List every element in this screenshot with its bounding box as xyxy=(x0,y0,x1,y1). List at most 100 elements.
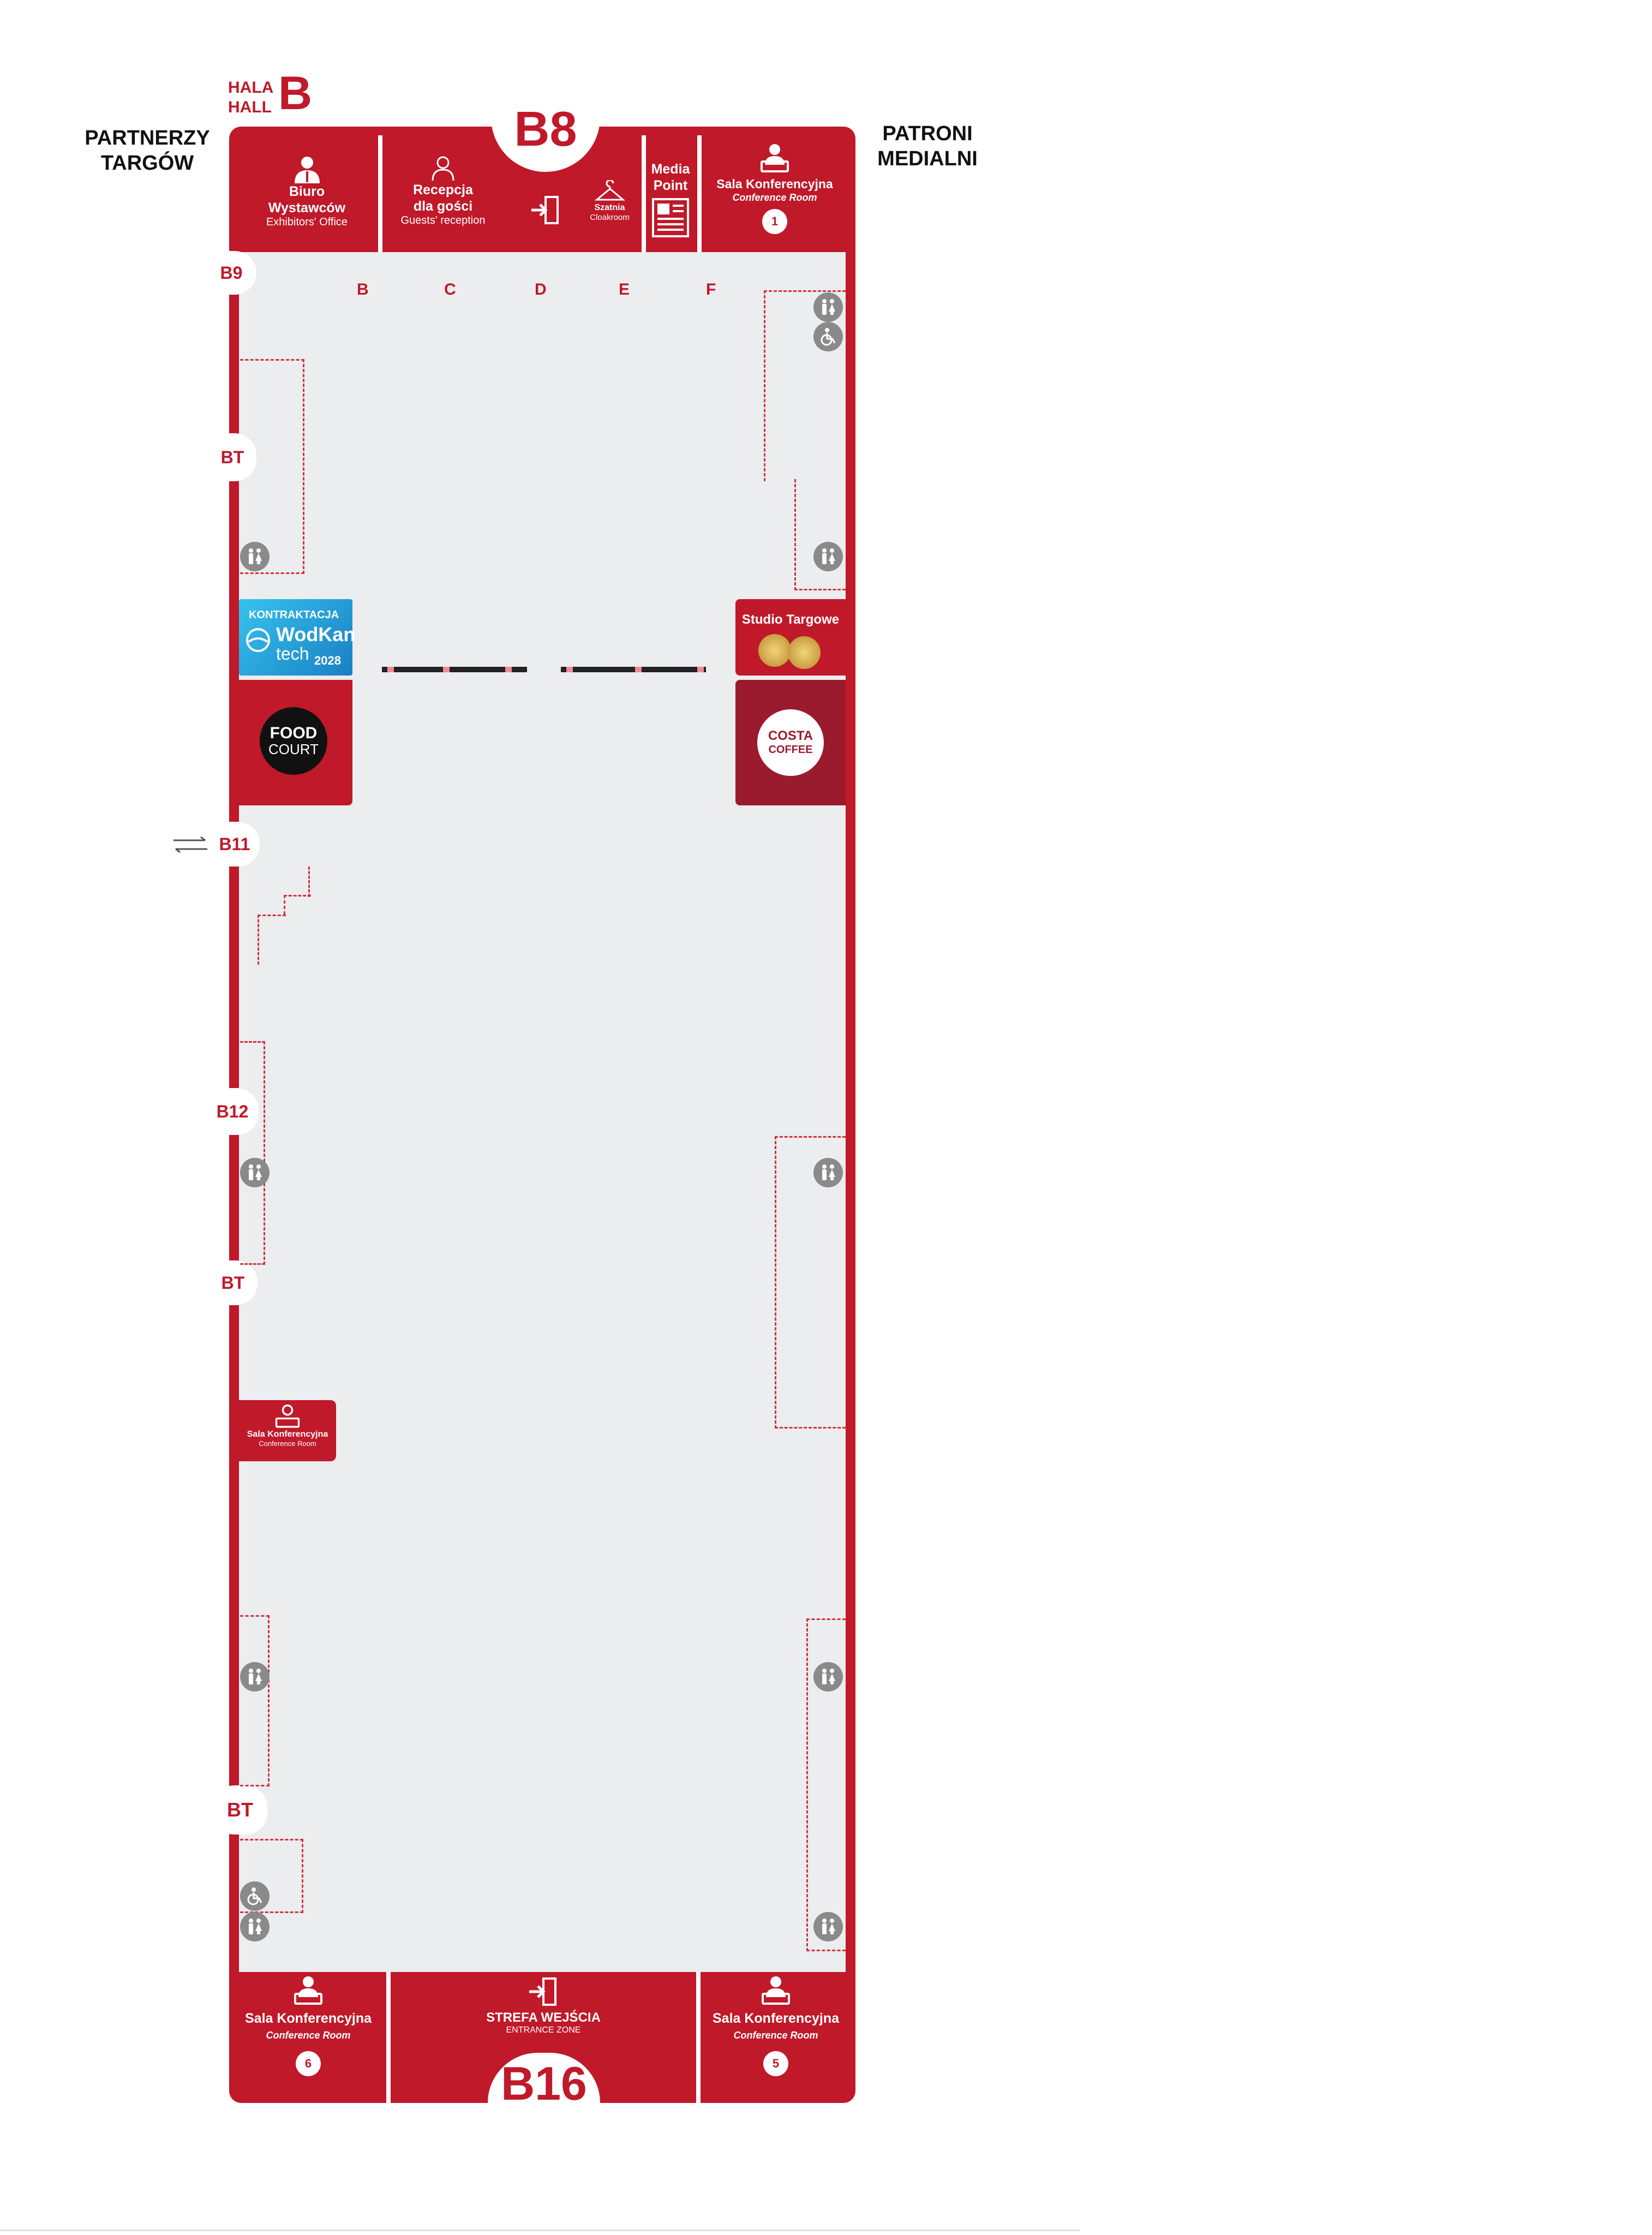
column-label-f: F xyxy=(706,280,716,298)
zone-left-3 xyxy=(240,1615,270,1786)
exhibitors-office-title2: Wystawców xyxy=(268,200,346,216)
column-label-b: B xyxy=(357,280,369,298)
speaker-podium-icon xyxy=(294,1976,322,2005)
costa-line1: COSTA xyxy=(768,728,813,743)
bottom-divider-1 xyxy=(386,1972,391,2103)
gate-bt-1-label: BT xyxy=(220,447,244,467)
gate-b12-label: B12 xyxy=(216,1101,249,1121)
hall-label: HALA HALL B xyxy=(228,70,326,120)
conference-room-1-number: 1 xyxy=(762,209,787,234)
conference-room-6-number: 6 xyxy=(296,2051,321,2076)
toilet-icon xyxy=(240,1158,270,1187)
zone-right-1b xyxy=(794,479,846,590)
zone-right-3 xyxy=(806,1618,846,1951)
media-patrons-heading: PATRONI MEDIALNI xyxy=(862,121,993,171)
award-medal-1 xyxy=(758,634,791,667)
receptionist-icon xyxy=(432,156,454,181)
top-divider-2 xyxy=(642,135,646,252)
speaker-podium-icon xyxy=(275,1405,300,1428)
top-divider-3 xyxy=(697,135,702,252)
media-point-title1: Media xyxy=(651,162,690,177)
studio-targowe-title: Studio Targowe xyxy=(741,612,840,627)
costa-line2: COFFEE xyxy=(768,744,813,756)
guests-reception[interactable]: Recepcja dla gości Guests' reception xyxy=(383,156,503,248)
toilet-icon xyxy=(240,542,270,571)
gate-bt-1[interactable]: BT xyxy=(208,433,256,481)
cloakroom-sub: Cloakroom xyxy=(590,213,630,222)
bottom-divider-2 xyxy=(696,1972,701,2103)
gate-bt-2-label: BT xyxy=(221,1272,245,1293)
cloakroom[interactable]: Szatnia Cloakroom xyxy=(578,180,641,235)
award-medal-2 xyxy=(788,636,821,669)
toilet-icon xyxy=(813,1158,843,1187)
person-icon xyxy=(294,157,320,183)
conference-room-left-sub: Conference Room xyxy=(259,1439,316,1448)
toilet-icon xyxy=(813,1662,843,1692)
column-label-c: C xyxy=(444,280,456,298)
barrier-right xyxy=(561,667,706,672)
conference-room-5[interactable]: Sala Konferencyjna Conference Room 5 xyxy=(701,1975,851,2095)
kontraktacja-booth[interactable]: KONTRAKTACJA WodKan tech 2028 xyxy=(239,599,356,676)
hall-floor xyxy=(239,252,846,1972)
gate-bt-2[interactable]: BT xyxy=(208,1260,258,1305)
conference-room-1[interactable]: Sala Konferencyjna Conference Room 1 xyxy=(702,143,848,247)
wodkan-brand: WodKan xyxy=(276,623,356,646)
costa-coffee-logo: COSTA COFFEE xyxy=(757,709,824,776)
food-court-line2: COURT xyxy=(268,741,319,757)
hall-label-en: HALL xyxy=(228,98,272,116)
toilet-icon xyxy=(813,1912,843,1941)
studio-targowe[interactable]: Studio Targowe xyxy=(735,599,846,676)
conference-room-6[interactable]: Sala Konferencyjna Conference Room 6 xyxy=(235,1975,382,2095)
partners-heading-line1: PARTNERZY xyxy=(85,127,210,150)
conference-room-left-title: Sala Konferencyjna xyxy=(247,1430,328,1439)
toilet-icon xyxy=(813,292,843,322)
column-label-e: E xyxy=(619,280,630,298)
wheelchair-icon xyxy=(813,322,843,351)
exhibitors-office-sub: Exhibitors' Office xyxy=(266,216,348,228)
conference-room-6-sub: Conference Room xyxy=(266,2030,351,2041)
gate-bt-3-label: BT xyxy=(227,1798,253,1821)
zone-right-1a xyxy=(764,290,846,481)
arrows-icon xyxy=(173,836,207,853)
gate-bt-3[interactable]: BT xyxy=(213,1785,267,1834)
zone-left-b11-b xyxy=(284,895,311,915)
footer-rule xyxy=(0,2230,1080,2231)
gate-b8-label: B8 xyxy=(514,102,577,157)
gate-b9[interactable]: B9 xyxy=(206,251,256,295)
entrance-zone[interactable]: STREFA WEJŚCIA ENTRANCE ZONE xyxy=(391,1975,696,2035)
entrance-door-icon xyxy=(529,1977,556,2006)
entrance-zone-title: STREFA WEJŚCIA xyxy=(486,2010,601,2025)
media-patrons-heading-line2: MEDIALNI xyxy=(877,147,978,170)
barrier-left xyxy=(382,667,527,672)
newspaper-icon xyxy=(652,198,689,237)
wodkan-logo-icon xyxy=(246,628,270,652)
zone-left-b11-a xyxy=(240,866,310,897)
gate-b9-label: B9 xyxy=(220,262,243,283)
exhibitors-office-title1: Biuro xyxy=(289,184,325,199)
entrance-zone-sub: ENTRANCE ZONE xyxy=(506,2025,581,2035)
food-court-line1: FOOD xyxy=(270,724,318,742)
food-court[interactable]: FOOD COURT xyxy=(239,680,352,805)
kontraktacja-label: KONTRAKTACJA xyxy=(249,609,339,621)
guests-reception-title2: dla gości xyxy=(413,199,473,214)
media-patrons-heading-line1: PATRONI xyxy=(882,122,973,145)
costa-coffee[interactable]: COSTA COFFEE xyxy=(735,680,846,805)
guests-reception-title1: Recepcja xyxy=(413,182,473,198)
gate-b12[interactable]: B12 xyxy=(206,1088,259,1135)
exhibitors-office[interactable]: Biuro Wystawców Exhibitors' Office xyxy=(235,147,379,246)
zone-right-2 xyxy=(775,1136,846,1429)
hall-label-pl: HALA xyxy=(228,79,274,97)
gate-b11-label: B11 xyxy=(219,834,250,854)
wodkan-tech: tech xyxy=(276,644,309,664)
top-divider-1 xyxy=(378,135,382,252)
speaker-podium-icon xyxy=(761,144,789,172)
column-label-d: D xyxy=(535,280,547,298)
conference-room-1-title: Sala Konferencyjna xyxy=(716,177,833,191)
speaker-podium-icon xyxy=(762,1976,790,2005)
conference-room-left[interactable]: Sala Konferencyjna Conference Room xyxy=(239,1400,336,1461)
conference-room-6-title: Sala Konferencyjna xyxy=(244,2011,372,2026)
zone-left-1 xyxy=(240,359,304,574)
media-point[interactable]: Media Point xyxy=(642,161,699,248)
gate-b11[interactable]: B11 xyxy=(210,822,260,866)
gate-b8-badge[interactable]: B8 xyxy=(491,82,600,172)
